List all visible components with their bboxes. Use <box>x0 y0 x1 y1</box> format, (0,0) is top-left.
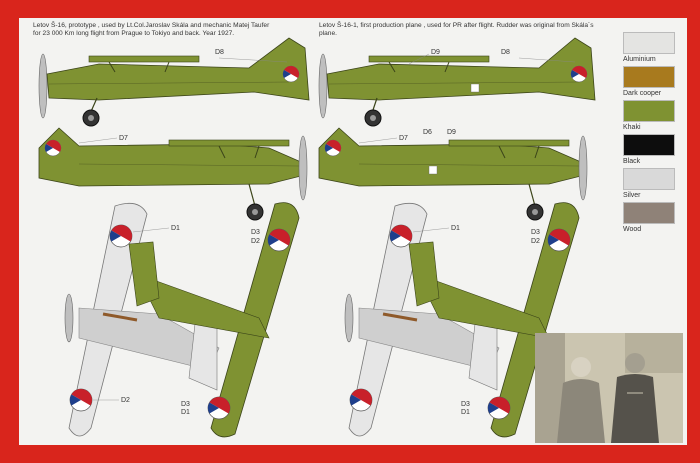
callout-d2-right-top: D2 <box>531 238 540 245</box>
left-side-view-lower: D7 <box>38 127 308 221</box>
swatch-black <box>623 134 675 156</box>
left-upper-surface-view: D3 D2 D3 D1 <box>128 202 300 438</box>
right-upper-surface-view: D3 D2 D3 D1 <box>408 202 580 438</box>
left-caption: Letov Š-16, prototype , used by Lt.Col.J… <box>33 22 270 37</box>
callout-d2-left-top: D2 <box>251 238 260 245</box>
swatch-aluminium <box>623 32 675 54</box>
callout-d7-right: D7 <box>399 135 408 142</box>
left-underside-view: D1 D2 <box>64 202 220 437</box>
swatch-label-silver: Silver <box>623 192 641 199</box>
profiles-drawing: D8 D7 <box>38 37 596 438</box>
callout-d1-right-bottom: D1 <box>461 409 470 416</box>
swatch-label-aluminium: Aluminium <box>623 56 656 63</box>
right-side-view-lower: D7 D6 D9 <box>318 127 588 221</box>
callout-d6: D6 <box>423 129 432 136</box>
historical-photo <box>535 333 683 443</box>
callout-d3-right-top: D3 <box>531 229 540 236</box>
swatch-wood <box>623 202 675 224</box>
callout-d2-left-under: D2 <box>121 397 130 404</box>
callout-d1-left-bottom: D1 <box>181 409 190 416</box>
swatch-label-dark-cooper: Dark cooper <box>623 90 662 97</box>
swatch-khaki <box>623 100 675 122</box>
callout-d8-right: D8 <box>501 49 510 56</box>
swatch-label-khaki: Khaki <box>623 124 641 131</box>
right-caption: Letov Š-16-1, first production plane , u… <box>319 22 594 37</box>
swatch-dark-cooper <box>623 66 675 88</box>
callout-d8: D8 <box>215 49 224 56</box>
callout-d3-left-bottom: D3 <box>181 401 190 408</box>
callout-d1-right-under: D1 <box>451 225 460 232</box>
photo-figures <box>535 333 683 443</box>
callout-d9-upper: D9 <box>431 49 440 56</box>
left-side-view-upper: D8 <box>38 37 310 127</box>
right-side-view-upper: D9 D8 <box>318 37 596 127</box>
callout-d3-left-top: D3 <box>251 229 260 236</box>
decal-instruction-sheet: Letov Š-16, prototype , used by Lt.Col.J… <box>19 18 687 445</box>
callout-d7: D7 <box>119 135 128 142</box>
callout-d3-right-bottom: D3 <box>461 401 470 408</box>
swatch-silver <box>623 168 675 190</box>
right-underside-view: D1 <box>344 202 500 437</box>
swatch-label-wood: Wood <box>623 226 642 233</box>
swatch-label-black: Black <box>623 158 641 165</box>
callout-d9-lower: D9 <box>447 129 456 136</box>
callout-d1-left-under: D1 <box>171 225 180 232</box>
